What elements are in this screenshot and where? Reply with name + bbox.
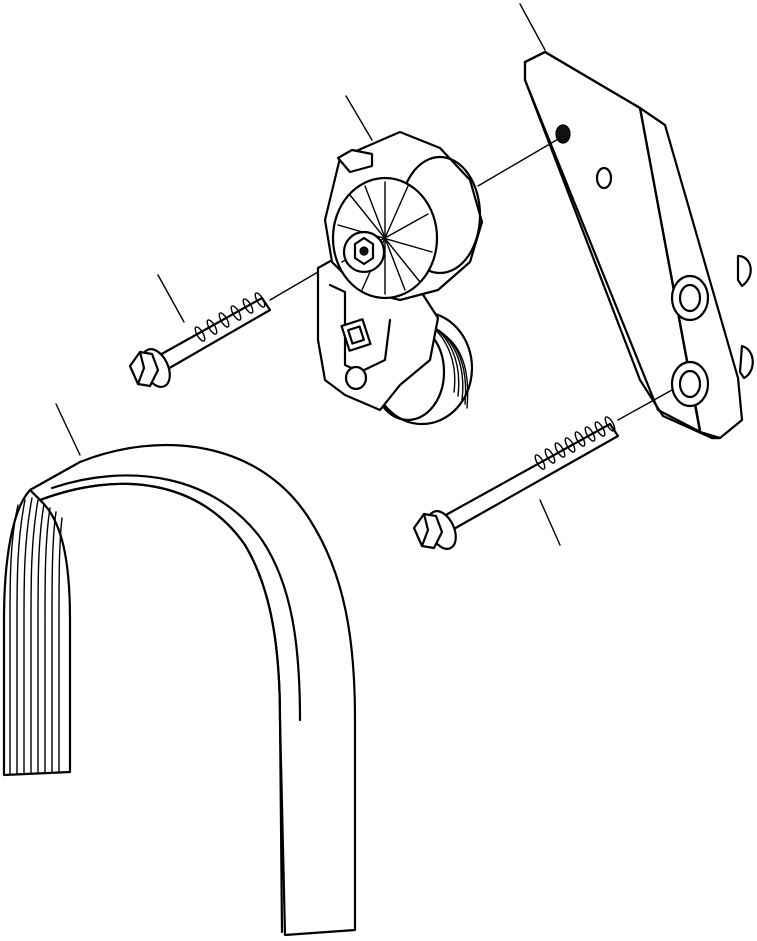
- leader-line-long-bolt: [539, 499, 561, 546]
- drive-belt: [2, 443, 357, 937]
- centerline-long-bolt: [617, 389, 673, 421]
- long-bolt: [412, 416, 620, 550]
- leader-line-belt: [55, 403, 81, 456]
- belt-tensioner: [316, 130, 484, 426]
- short-bolt: [128, 292, 272, 388]
- leader-line-bracket: [519, 3, 546, 51]
- centerline-short-bolt: [269, 271, 319, 301]
- mounting-bracket: [523, 50, 754, 440]
- leader-line-tensioner: [345, 95, 373, 141]
- leader-line-short-bolt: [157, 274, 185, 323]
- centerline-tensioner: [477, 137, 561, 187]
